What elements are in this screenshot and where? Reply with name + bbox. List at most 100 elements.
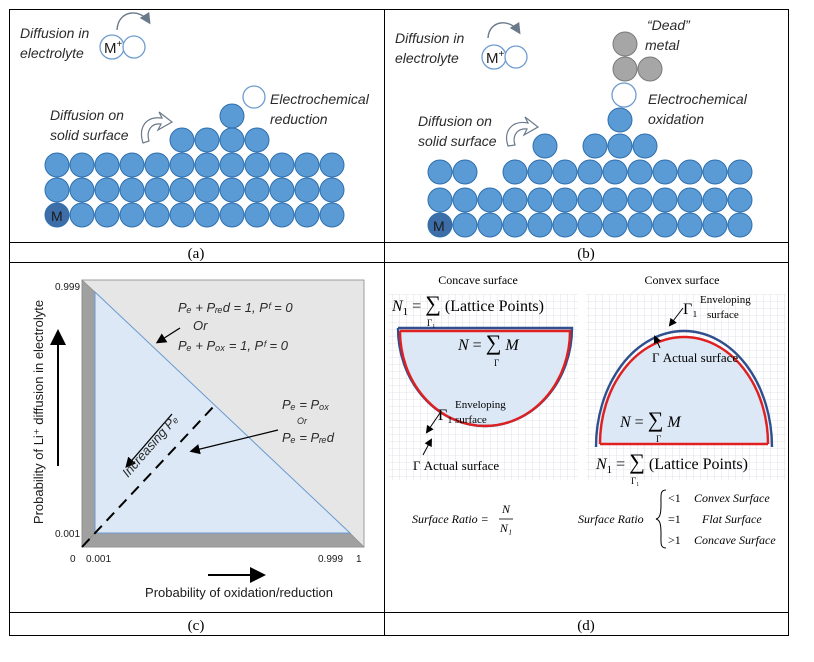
panel-b-dead-atom	[612, 56, 638, 82]
panel-a-lattice-atom	[69, 152, 95, 178]
panel-a-atoms	[44, 103, 345, 228]
panel-a-lattice-atom	[269, 202, 295, 228]
panel-d-n-concave: N = ∑ M	[457, 330, 520, 355]
panel-a-lattice-atom	[194, 177, 220, 203]
panel-a-ion-label: M+	[104, 39, 123, 57]
panel-d-n1-concave-sub: Γ₁	[427, 318, 435, 328]
panel-a-reaction-2: reduction	[270, 111, 328, 127]
panel-a-lattice-atom	[219, 177, 245, 203]
panel-a-reduced-atom	[242, 85, 266, 109]
panel-a-lattice-atom	[219, 152, 245, 178]
panel-d-actual-convex-pointer	[653, 335, 662, 349]
panel-b-lattice-atom	[577, 212, 603, 238]
panel-b-lattice-atom	[727, 159, 753, 185]
panel-d-ratio-denominator: N₁	[499, 521, 512, 535]
panel-a-surface-atom	[244, 127, 270, 153]
panel-d-gamma1-concave-pointer	[425, 412, 441, 434]
panel-d-case-1-cond: <1	[668, 491, 681, 505]
panel-b-dead-atom	[612, 31, 638, 57]
panel-a-lattice-atom	[294, 202, 320, 228]
panel-b-lattice-atom	[727, 187, 753, 213]
panel-c-eq-ox: Pₑ + Pₒₓ = 1, Pᶠ = 0	[178, 338, 289, 353]
panel-c-x-tick-one: 1	[356, 554, 362, 565]
panel-b-surface-atom	[607, 133, 633, 159]
panel-d-gamma1-concave: Γ₁	[438, 407, 453, 424]
panel-b-lattice-atom	[602, 187, 628, 213]
panel-c-x-label: Probability of oxidation/reduction	[145, 585, 333, 600]
panel-a-surface-atom	[194, 127, 220, 153]
panel-a-lattice-atom	[319, 202, 345, 228]
panel-a-surface-atom	[219, 127, 245, 153]
panel-a-reaction-1: Electrochemical	[270, 91, 370, 107]
panel-a-lattice-atom	[119, 152, 145, 178]
panel-b-surface-diffusion-arrow	[506, 116, 540, 147]
panel-d-ratio-numerator: N	[501, 502, 511, 516]
panel-c-x-tick-left: 0.001	[86, 554, 111, 565]
panel-b-lattice-atom	[502, 187, 528, 213]
panel-a-lattice-atom	[269, 177, 295, 203]
panel-a-lattice-atom	[44, 202, 70, 228]
caption-b: (b)	[577, 246, 595, 262]
panel-a-lattice-atom	[169, 152, 195, 178]
panel-a-diffusion-electrolyte-2: electrolyte	[20, 45, 84, 61]
panel-b-lattice-atom	[702, 159, 728, 185]
panel-d-concave-title: Concave surface	[438, 273, 518, 287]
panel-d-n1-convex-sub: Γ₁	[631, 476, 639, 486]
panel-c-pe-arrow	[189, 429, 279, 455]
panel-d-enveloping-concave-2: surface	[455, 414, 487, 426]
panel-b-lattice-atom	[577, 159, 603, 185]
panel-a-lattice-atom	[144, 177, 170, 203]
panel-b-lattice-atom	[552, 187, 578, 213]
panel-b-lattice-atom	[527, 187, 553, 213]
panel-d-actual-concave: Γ Actual surface	[413, 458, 499, 473]
panel-a-diffusion-surface-1: Diffusion on	[50, 107, 124, 123]
panel-c-or-1: Or	[193, 318, 208, 333]
panel-b-lattice-atom	[652, 159, 678, 185]
panel-a-diffusion-surface-2: solid surface	[50, 127, 129, 143]
panel-a-lattice-atom	[44, 152, 70, 178]
panel-b-diffusion-surface-2: solid surface	[418, 133, 497, 149]
panel-c-sum-arrow	[155, 327, 181, 344]
panel-b-lattice-atom	[652, 212, 678, 238]
panel-b-lattice-atom	[677, 212, 703, 238]
panel-d-actual-convex: Γ Actual surface	[652, 350, 738, 365]
panel-c-y-label: Probability of Li⁺ diffusion in electrol…	[31, 300, 46, 524]
panel-a-diffusion-electrolyte-1: Diffusion in	[20, 25, 89, 41]
panel-b-lattice-atom	[502, 212, 528, 238]
panel-b-atoms	[427, 107, 753, 238]
panel-a-lattice-atom	[144, 202, 170, 228]
panel-d-n-convex: N = ∑ M	[619, 407, 682, 432]
panel-d: Concave surface Convex surface N1 = ∑ (L…	[388, 273, 786, 549]
panel-a-surface-atom	[169, 127, 195, 153]
panel-b-lattice-atom	[602, 212, 628, 238]
panel-d-case-3-cond: >1	[668, 533, 681, 547]
panel-d-enveloping-concave-1: Enveloping	[455, 399, 506, 411]
panel-d-ratio2-label: Surface Ratio	[578, 512, 644, 526]
panel-b-lattice-atom	[527, 212, 553, 238]
panel-b-lattice-atom	[577, 187, 603, 213]
panel-a-adsorbed-atom	[219, 103, 245, 129]
panel-c: Pₑ + Pᵣₑd = 1, Pᶠ = 0 Or Pₑ + Pₒₓ = 1, P…	[31, 279, 365, 600]
panel-d-actual-concave-pointer	[422, 438, 432, 456]
panel-a-lattice-atom	[94, 177, 120, 203]
panel-a-lattice-atom	[94, 152, 120, 178]
panel-d-n-convex-sub: Γ	[656, 434, 661, 444]
panel-b-diffusion-electrolyte-1: Diffusion in	[395, 30, 464, 46]
panel-b-lattice-atom	[452, 212, 478, 238]
panel-a-free-atom	[122, 35, 146, 59]
panel-b: M+ Diffusion in electrolyte “Dead” metal…	[395, 17, 753, 238]
caption-d: (d)	[577, 618, 595, 634]
panel-b-lattice-atom	[627, 159, 653, 185]
panel-d-convex-region	[598, 336, 770, 444]
panel-d-concave-actual	[398, 329, 572, 428]
panel-d-gamma1-convex-pointer	[668, 307, 684, 327]
panel-d-n1-concave: N1 = ∑ (Lattice Points)	[391, 291, 544, 318]
panel-a-lattice-atom	[194, 152, 220, 178]
panel-b-lattice-atom	[452, 187, 478, 213]
panel-b-lattice-atom	[677, 187, 703, 213]
panel-b-lattice-atom	[427, 212, 453, 238]
panel-b-lattice-atom	[427, 159, 453, 185]
panel-b-surface-atom	[532, 133, 558, 159]
panel-a-lattice-atom	[219, 202, 245, 228]
